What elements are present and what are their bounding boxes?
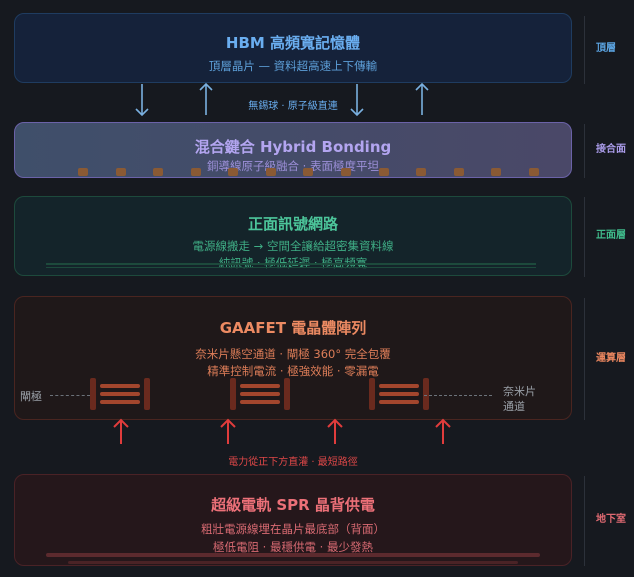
copper-pad [303, 168, 313, 176]
spr-line2: 極低電阻 · 最穩供電 · 最少發熱 [213, 540, 373, 554]
arrow-down-icon [135, 84, 149, 117]
channel-leader-line [424, 395, 492, 396]
gate-label: 閘極 [20, 390, 42, 403]
side-label-bonding: 接合面 [596, 144, 626, 155]
copper-pad [341, 168, 351, 176]
arrow-down-icon [350, 84, 364, 117]
copper-pad [529, 168, 539, 176]
copper-pad [78, 168, 88, 176]
side-label-front: 正面層 [596, 230, 626, 241]
copper-pad [228, 168, 238, 176]
hybrid-title: 混合鍵合 Hybrid Bonding [194, 138, 392, 156]
spr-layer: 超級電軌 SPR 晶背供電 粗壯電源線埋在晶片最底部（背面） 極低電阻 · 最穩… [14, 474, 572, 566]
arrow-up-icon [199, 82, 213, 115]
power-arrows [113, 418, 451, 444]
divider [584, 124, 585, 178]
copper-pad [266, 168, 276, 176]
divider [584, 298, 585, 420]
arrow-up-icon [113, 418, 129, 444]
front-line1: 電源線搬走 → 空間全讓給超密集資料線 [192, 239, 394, 253]
arrow-up-icon [415, 82, 429, 115]
copper-pad [191, 168, 201, 176]
divider [584, 476, 585, 566]
gaafet-transistor [230, 378, 290, 410]
hybrid-subtitle: 銅導線原子級融合 · 表面極度平坦 [207, 159, 379, 173]
front-title: 正面訊號網路 [247, 215, 338, 233]
gaafet-line2: 精準控制電流 · 極強效能 · 零漏電 [207, 364, 379, 378]
channel-label-line2: 通道 [503, 400, 525, 413]
copper-pad [153, 168, 163, 176]
gaafet-transistor [369, 378, 429, 410]
link-label: 無錫球 · 原子級直連 [248, 101, 338, 112]
spr-line1: 粗壯電源線埋在晶片最底部（背面） [201, 522, 385, 536]
arrow-up-icon [435, 418, 451, 444]
signal-line [46, 263, 536, 265]
hbm-title: HBM 高頻寬記憶體 [225, 34, 361, 52]
power-label: 電力從正下方直灌 · 最短路徑 [228, 457, 358, 468]
channel-label: 奈米片通道 [503, 384, 536, 414]
gaafet-layer: GAAFET 電晶體陣列 奈米片懸空通道 · 閘極 360° 完全包覆 精準控制… [14, 296, 572, 420]
side-label-top: 頂層 [596, 43, 616, 54]
divider [584, 197, 585, 277]
gate-leader-line [50, 395, 90, 396]
power-rail [46, 553, 540, 557]
hybrid-bonding-layer: 混合鍵合 Hybrid Bonding 銅導線原子級融合 · 表面極度平坦 [14, 122, 572, 178]
side-label-basement: 地下室 [596, 514, 626, 525]
spr-title: 超級電軌 SPR 晶背供電 [211, 496, 375, 514]
gaafet-transistor [90, 378, 150, 410]
hbm-subtitle: 頂層晶片 — 資料超高速上下傳輸 [208, 59, 378, 73]
copper-pad [416, 168, 426, 176]
gaafet-title: GAAFET 電晶體陣列 [219, 319, 367, 337]
divider [584, 16, 585, 84]
copper-pad [116, 168, 126, 176]
data-link-arrows [135, 82, 429, 117]
copper-pad [379, 168, 389, 176]
gaafet-line1: 奈米片懸空通道 · 閘極 360° 完全包覆 [195, 347, 391, 361]
power-rail [68, 561, 518, 564]
signal-line [46, 267, 536, 268]
channel-label-line1: 奈米片 [503, 385, 536, 398]
front-signal-layer: 正面訊號網路 電源線搬走 → 空間全讓給超密集資料線 純訊號 · 極低延遲 · … [14, 196, 572, 276]
side-label-compute: 運算層 [596, 353, 626, 364]
hbm-layer: HBM 高頻寬記憶體 頂層晶片 — 資料超高速上下傳輸 [14, 13, 572, 83]
copper-pad [491, 168, 501, 176]
arrow-up-icon [327, 418, 343, 444]
arrow-up-icon [220, 418, 236, 444]
copper-pad [454, 168, 464, 176]
